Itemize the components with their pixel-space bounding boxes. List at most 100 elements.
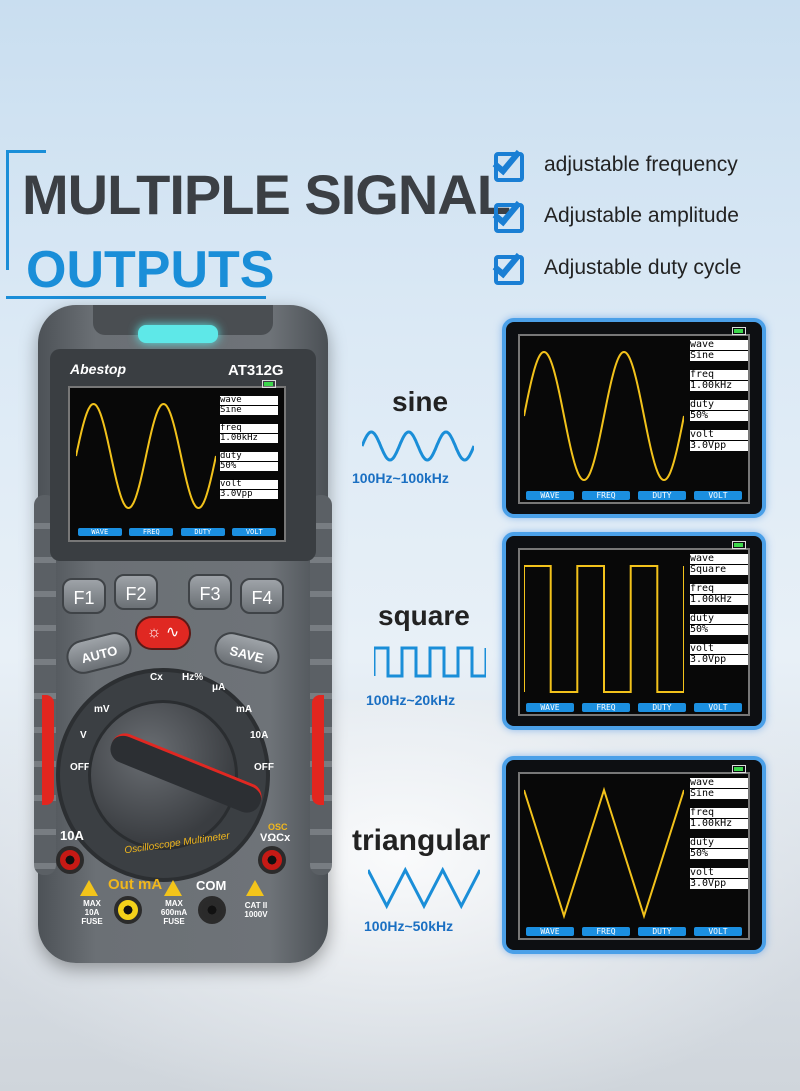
waveform-trace bbox=[524, 565, 684, 693]
feature-label: adjustable frequency bbox=[544, 153, 738, 176]
jack-label-out: Out mA bbox=[108, 876, 163, 893]
softkey-volt[interactable]: VOLT bbox=[694, 703, 742, 712]
jack-label-vohm: VΩCx bbox=[260, 832, 291, 844]
triangle-trace-line bbox=[524, 786, 684, 920]
checkbox-icon bbox=[492, 247, 530, 287]
f2-button[interactable]: F2 bbox=[114, 574, 158, 610]
headline-underline bbox=[6, 296, 266, 299]
flashlight-led bbox=[138, 325, 218, 343]
triangle-wave-icon bbox=[368, 866, 480, 910]
softkey-bar: WAVE FREQ DUTY VOLT bbox=[522, 927, 746, 936]
battery-icon bbox=[732, 765, 746, 773]
square-wave-icon bbox=[374, 646, 486, 678]
osc-button[interactable]: ☼ ∿ bbox=[135, 616, 191, 650]
jack-label-osc: OSC bbox=[268, 822, 288, 832]
softkey-freq[interactable]: FREQ bbox=[582, 491, 630, 500]
red-accent-right bbox=[312, 695, 324, 805]
headline-bracket bbox=[6, 150, 46, 270]
jack-10a[interactable] bbox=[56, 846, 84, 874]
softkey-bar: WAVE FREQ DUTY VOLT bbox=[522, 491, 746, 500]
warning-icon bbox=[164, 880, 182, 896]
softkey-volt[interactable]: VOLT bbox=[694, 927, 742, 936]
sine-trace-line bbox=[524, 350, 684, 482]
softkey-wave[interactable]: WAVE bbox=[77, 528, 122, 536]
waveform-trace bbox=[524, 350, 684, 482]
jack-out-ma[interactable] bbox=[114, 896, 142, 924]
softkey-wave[interactable]: WAVE bbox=[526, 491, 574, 500]
cat-rating-label: CAT II 1000V bbox=[244, 901, 268, 919]
red-accent-left bbox=[42, 695, 54, 805]
brand-logo: Abestop bbox=[70, 361, 126, 377]
f3-button[interactable]: F3 bbox=[188, 574, 232, 610]
warning-icon bbox=[80, 880, 98, 896]
wave-name-sine: sine bbox=[392, 386, 449, 417]
feature-frequency: adjustable frequency bbox=[492, 144, 738, 184]
dial-mark-cx: Cx bbox=[150, 672, 163, 683]
f4-button[interactable]: F4 bbox=[240, 578, 284, 614]
softkey-wave[interactable]: WAVE bbox=[526, 703, 574, 712]
jack-label-com: COM bbox=[196, 878, 227, 893]
wave-name-square: square bbox=[378, 600, 470, 631]
f1-button[interactable]: F1 bbox=[62, 578, 106, 614]
dial-mark-10a: 10A bbox=[250, 730, 269, 741]
square-trace-line bbox=[524, 565, 684, 693]
wave-name-triangular: triangular bbox=[352, 824, 491, 857]
dial-mark-hz: Hz% bbox=[182, 672, 204, 683]
battery-icon bbox=[732, 541, 746, 549]
fuse-label-600ma: MAX 600mA FUSE bbox=[160, 899, 188, 926]
model-label: AT312G bbox=[228, 362, 284, 379]
softkey-duty[interactable]: DUTY bbox=[638, 927, 686, 936]
sine-wave-icon bbox=[362, 430, 474, 462]
fuse-label-10a: MAX 10A FUSE bbox=[81, 899, 103, 926]
softkey-duty[interactable]: DUTY bbox=[180, 528, 225, 536]
checkbox-icon bbox=[492, 195, 530, 235]
wave-range-sine: 100Hz~100kHz bbox=[352, 470, 449, 486]
softkey-duty[interactable]: DUTY bbox=[638, 491, 686, 500]
softkey-bar: WAVE FREQ DUTY VOLT bbox=[74, 528, 280, 536]
wave-range-triangular: 100Hz~50kHz bbox=[364, 918, 454, 934]
battery-icon bbox=[732, 327, 746, 335]
dial-mark-off-left: OFF bbox=[70, 762, 90, 773]
softkey-freq[interactable]: FREQ bbox=[582, 927, 630, 936]
softkey-volt[interactable]: VOLT bbox=[694, 491, 742, 500]
dial-mark-off-right: OFF bbox=[254, 762, 274, 773]
softkey-freq[interactable]: FREQ bbox=[582, 703, 630, 712]
headline-line-1: MULTIPLE SIGNAL bbox=[22, 163, 511, 226]
dial-mark-mv: mV bbox=[94, 704, 110, 715]
softkey-freq[interactable]: FREQ bbox=[129, 528, 174, 536]
warning-icon bbox=[246, 880, 264, 896]
sine-trace-line bbox=[76, 402, 216, 510]
feature-duty-cycle: Adjustable duty cycle bbox=[492, 247, 742, 287]
dial-mark-ua: μA bbox=[212, 682, 226, 693]
softkey-volt[interactable]: VOLT bbox=[232, 528, 277, 536]
feature-label: Adjustable amplitude bbox=[544, 204, 739, 227]
feature-label: Adjustable duty cycle bbox=[544, 256, 742, 279]
softkey-duty[interactable]: DUTY bbox=[638, 703, 686, 712]
jack-v-ohm[interactable] bbox=[258, 846, 286, 874]
softkey-wave[interactable]: WAVE bbox=[526, 927, 574, 936]
feature-amplitude: Adjustable amplitude bbox=[492, 195, 739, 235]
jack-com[interactable] bbox=[198, 896, 226, 924]
